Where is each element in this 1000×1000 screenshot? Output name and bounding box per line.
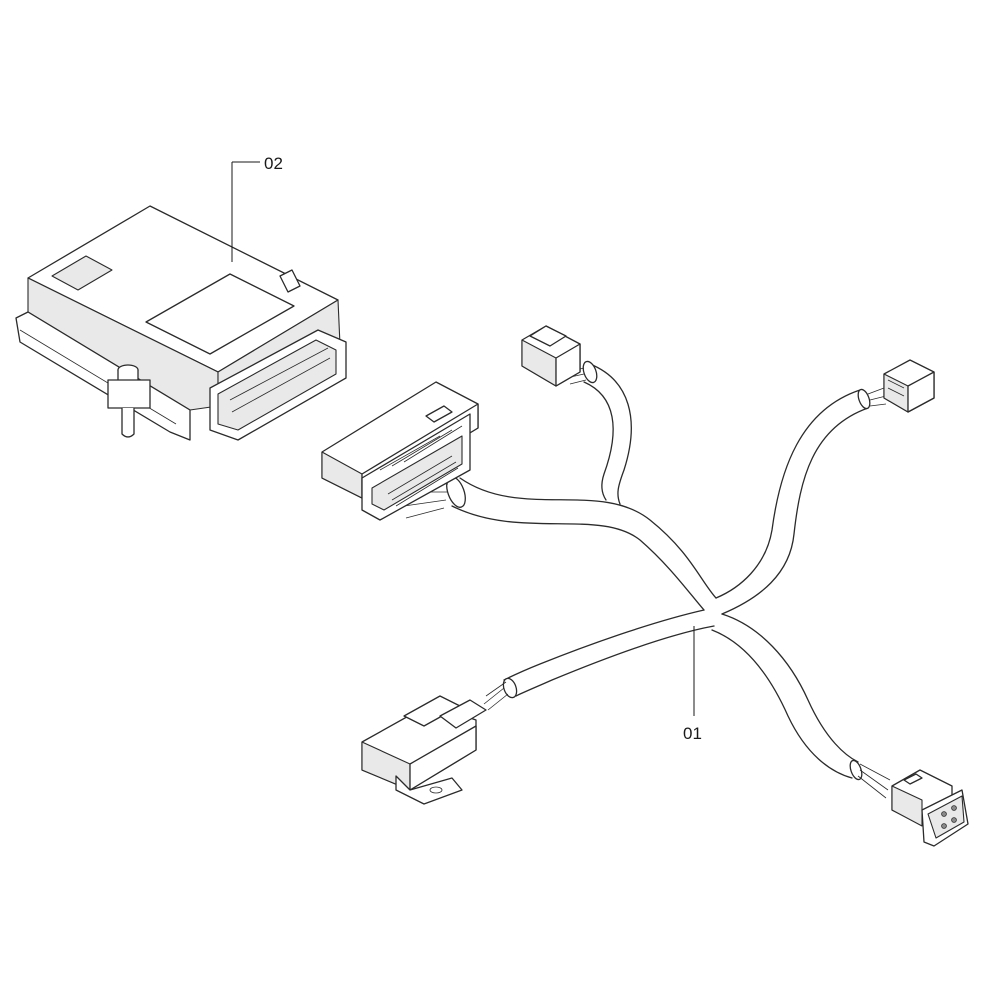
ecu-module — [15, 205, 347, 441]
ecu-harness-connector — [321, 381, 479, 521]
callout-label-01: 01 — [683, 724, 702, 743]
callout-label-02: 02 — [264, 154, 283, 173]
small-connector-upper-left — [521, 325, 581, 387]
callout-02-leader — [231, 161, 260, 262]
connector-lower-right — [891, 769, 969, 847]
connector-with-bracket — [361, 695, 487, 805]
mounting-stud — [107, 364, 151, 438]
wiring-harness — [403, 360, 891, 799]
small-connector-upper-right — [883, 359, 935, 413]
